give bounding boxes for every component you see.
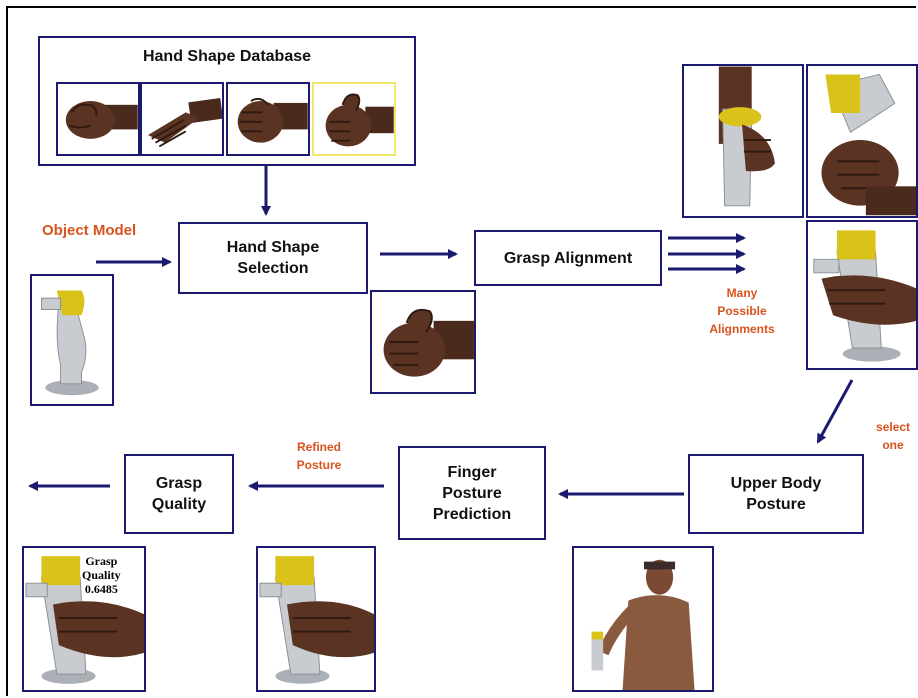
object-model-image [30,274,114,406]
object-model-label: Object Model [42,222,136,239]
upper-body-posture-image [572,546,714,692]
grasp-quality-box: Grasp Quality [124,454,234,534]
hand-shape-selection-box: Hand Shape Selection [178,222,368,294]
database-hand-grip-image [226,82,310,156]
database-hand-thumbsup-image [312,82,396,156]
refined-posture-label: Refined Posture [278,438,360,474]
database-hand-open-image [140,82,224,156]
grasp-quality-image: Grasp Quality 0.6485 [22,546,146,692]
hand-shape-database-title: Hand Shape Database [40,48,414,66]
hand-shape-database-panel: Hand Shape Database [38,36,416,166]
many-alignments-label: Many Possible Alignments [690,284,794,338]
selected-hand-shape-image [370,290,476,394]
grasp-alignment-box: Grasp Alignment [474,230,662,286]
refined-posture-image [256,546,376,692]
alignment-3-image [806,220,918,370]
select-one-label: select one [870,418,916,454]
alignment-1-image [682,64,804,218]
grasp-quality-overlay-text: Grasp Quality 0.6485 [82,554,121,596]
database-hand-fist-image [56,82,140,156]
finger-posture-prediction-box: Finger Posture Prediction [398,446,546,540]
upper-body-posture-box: Upper Body Posture [688,454,864,534]
alignment-2-image [806,64,918,218]
